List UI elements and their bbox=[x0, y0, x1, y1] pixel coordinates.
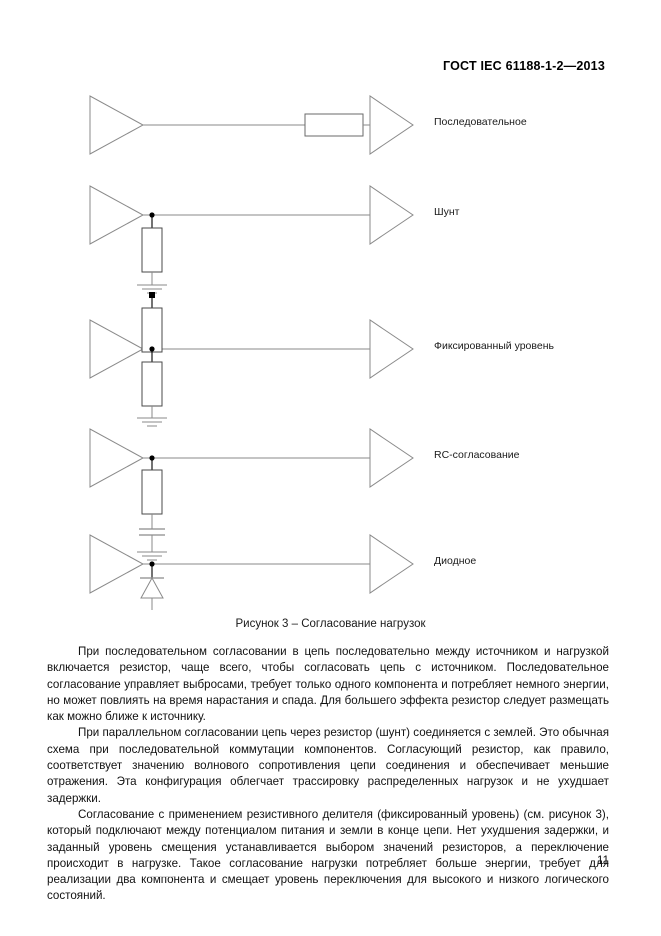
circuit-series bbox=[89, 95, 414, 155]
figure-load-termination-diagrams: Последовательное Шунт Фиксированный уров… bbox=[0, 80, 661, 610]
diagram-label-fixed-level: Фиксированный уровень bbox=[434, 340, 554, 352]
paragraph-series-termination: При последовательном согласовании в цепь… bbox=[47, 645, 609, 724]
figure-caption: Рисунок 3 – Согласование нагрузок bbox=[235, 618, 426, 630]
paragraph-parallel-termination: При параллельном согласовании цепь через… bbox=[47, 726, 609, 805]
document-standard-header: ГОСТ IEC 61188-1-2—2013 bbox=[443, 59, 605, 73]
circuit-rc bbox=[89, 428, 414, 561]
scan-artifact-mark bbox=[148, 876, 174, 877]
circuit-diode bbox=[89, 534, 414, 610]
diagram-label-rc: RC-согласование bbox=[434, 449, 520, 461]
diagram-label-shunt: Шунт bbox=[434, 206, 460, 218]
diagram-label-series: Последовательное bbox=[434, 116, 527, 128]
paragraph-divider-termination: Согласование с применением резистивного … bbox=[47, 807, 609, 903]
diagram-label-diode: Диодное bbox=[434, 555, 477, 567]
circuit-shunt bbox=[89, 185, 414, 294]
circuit-fixed-level bbox=[89, 292, 414, 427]
body-text-block: При последовательном согласовании в цепь… bbox=[47, 644, 609, 905]
page-number: 11 bbox=[597, 855, 609, 867]
